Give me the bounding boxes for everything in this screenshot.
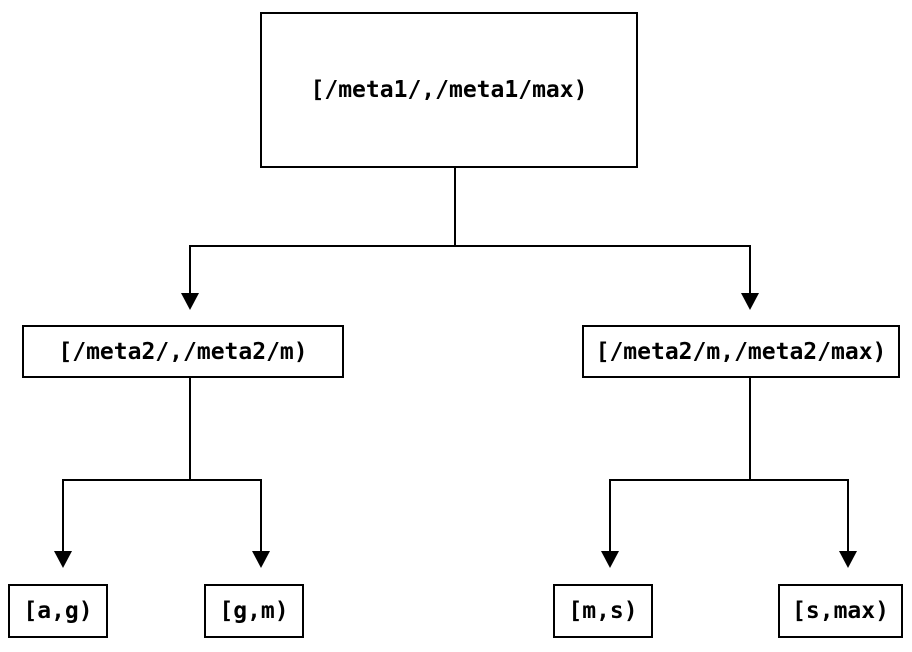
node-meta2-low: [/meta2/,/meta2/m) (22, 325, 344, 378)
node-leaf-m-s: [m,s) (553, 584, 653, 638)
arrowhead-leaf-g-m (252, 551, 270, 568)
arrowhead-leaf-a-g (54, 551, 72, 568)
node-leaf-g-m: [g,m) (204, 584, 304, 638)
edge-meta2-low-branches (62, 479, 262, 552)
node-root-label: [/meta1/,/meta1/max) (310, 77, 588, 103)
node-leaf-s-max: [s,max) (778, 584, 903, 638)
arrowhead-meta2-low (181, 293, 199, 310)
node-leaf-a-g: [a,g) (8, 584, 108, 638)
node-meta2-low-label: [/meta2/,/meta2/m) (58, 338, 308, 365)
edge-root-branches (189, 245, 751, 294)
arrowhead-leaf-m-s (601, 551, 619, 568)
node-leaf-a-g-label: [a,g) (23, 598, 93, 624)
node-meta2-high-label: [/meta2/m,/meta2/max) (595, 338, 887, 365)
node-meta2-high: [/meta2/m,/meta2/max) (582, 325, 900, 378)
arrowhead-leaf-s-max (839, 551, 857, 568)
edge-meta2-high-branches (609, 479, 849, 552)
node-leaf-m-s-label: [m,s) (568, 598, 638, 624)
node-root: [/meta1/,/meta1/max) (260, 12, 638, 168)
arrowhead-meta2-high (741, 293, 759, 310)
node-leaf-s-max-label: [s,max) (792, 598, 889, 624)
node-leaf-g-m-label: [g,m) (219, 598, 289, 624)
